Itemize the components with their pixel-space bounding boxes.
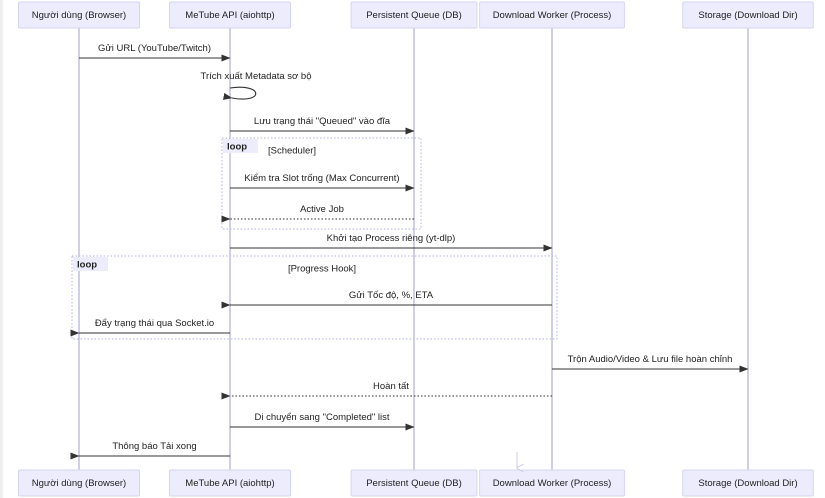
- message-self-arrow[interactable]: [223, 86, 257, 100]
- loop-keyword-label: loop: [227, 142, 247, 153]
- participant-api-bottom[interactable]: MeTube API (aiohttp): [169, 469, 291, 497]
- participant-worker-bottom[interactable]: Download Worker (Process): [479, 469, 625, 497]
- message-8-api-to-browser[interactable]: Đẩy trạng thái qua Socket.io: [70, 318, 230, 337]
- participant-label: Người dùng (Browser): [32, 10, 126, 21]
- message-label: Hoàn tất: [373, 381, 409, 392]
- participant-box[interactable]: [682, 1, 814, 29]
- participant-box[interactable]: [682, 469, 814, 497]
- loop-frame-border: [221, 137, 422, 230]
- message-3-api-to-queue[interactable]: Lưu trạng thái "Queued" vào đĩa: [230, 116, 415, 135]
- participant-label: MeTube API (aiohttp): [185, 478, 274, 489]
- message-10-worker-to-api[interactable]: Hoàn tất: [221, 381, 552, 400]
- participant-browser-top[interactable]: Người dùng (Browser): [18, 1, 140, 29]
- loop-keyword-label: loop: [77, 260, 97, 271]
- loop-keyword-tab: [73, 257, 108, 271]
- message-6-api-to-worker[interactable]: Khởi tạo Process riêng (yt-dlp): [230, 233, 553, 252]
- message-label: Trộn Audio/Video & Lưu file hoàn chỉnh: [568, 354, 733, 365]
- participants-top-group: Người dùng (Browser) MeTube API (aiohttp)…: [18, 1, 814, 29]
- message-label: Đẩy trạng thái qua Socket.io: [95, 318, 214, 329]
- participant-label: Người dùng (Browser): [32, 478, 126, 489]
- participant-worker-top[interactable]: Download Worker (Process): [479, 1, 625, 29]
- message-1-browser-to-api[interactable]: Gửi URL (YouTube/Twitch): [79, 43, 231, 62]
- participant-box[interactable]: [169, 469, 291, 497]
- participant-label: Persistent Queue (DB): [366, 10, 462, 21]
- participant-label: Download Worker (Process): [493, 10, 612, 21]
- message-9-worker-to-storage[interactable]: Trộn Audio/Video & Lưu file hoàn chỉnh: [552, 354, 749, 373]
- message-12-api-to-browser[interactable]: Thông báo Tải xong: [70, 441, 230, 460]
- message-7-worker-to-api[interactable]: Gửi Tốc độ, %, ETA: [221, 290, 552, 309]
- message-11-api-to-queue[interactable]: Di chuyển sang "Completed" list: [230, 412, 415, 431]
- message-label: Di chuyển sang "Completed" list: [254, 412, 389, 423]
- participant-label: Storage (Download Dir): [698, 10, 797, 21]
- message-label: Trích xuất Metadata sơ bộ: [201, 71, 312, 82]
- message-label: Gửi Tốc độ, %, ETA: [349, 290, 434, 301]
- loop-keyword-tab: [223, 139, 258, 153]
- participant-api-top[interactable]: MeTube API (aiohttp): [169, 1, 291, 29]
- loop-frame-scheduler: loop [Scheduler]: [221, 137, 422, 230]
- participant-queue-top[interactable]: Persistent Queue (DB): [350, 1, 478, 29]
- participant-label: Storage (Download Dir): [698, 478, 797, 489]
- message-5-queue-to-api[interactable]: Active Job: [221, 204, 414, 223]
- message-label: Gửi URL (YouTube/Twitch): [98, 43, 211, 54]
- participant-label: Download Worker (Process): [493, 478, 612, 489]
- loop-frames-group: loop [Scheduler] loop [Progress Hook]: [71, 137, 558, 340]
- message-label: Khởi tạo Process riêng (yt-dlp): [327, 233, 456, 244]
- message-2-api-to-api[interactable]: Trích xuất Metadata sơ bộ: [201, 71, 312, 100]
- message-4-api-to-queue[interactable]: Kiểm tra Slot trống (Max Concurrent): [230, 173, 415, 192]
- message-label: Thông báo Tải xong: [112, 441, 196, 452]
- participants-bottom-group: Người dùng (Browser) MeTube API (aiohttp)…: [18, 469, 814, 497]
- participant-label: MeTube API (aiohttp): [185, 10, 274, 21]
- participant-box[interactable]: [479, 469, 625, 497]
- message-label: Active Job: [300, 204, 344, 215]
- loop-frame-progress-hook: loop [Progress Hook]: [71, 255, 558, 340]
- message-label: Kiểm tra Slot trống (Max Concurrent): [244, 173, 399, 184]
- participant-browser-bottom[interactable]: Người dùng (Browser): [18, 469, 140, 497]
- page-left-edge: [0, 0, 3, 498]
- participant-box[interactable]: [18, 469, 140, 497]
- participant-queue-bottom[interactable]: Persistent Queue (DB): [350, 469, 478, 497]
- participant-storage-bottom[interactable]: Storage (Download Dir): [682, 469, 814, 497]
- participant-box[interactable]: [169, 1, 291, 29]
- participant-box[interactable]: [479, 1, 625, 29]
- message-label: Lưu trạng thái "Queued" vào đĩa: [254, 116, 391, 127]
- participant-box[interactable]: [350, 469, 478, 497]
- participant-storage-top[interactable]: Storage (Download Dir): [682, 1, 814, 29]
- participant-label: Persistent Queue (DB): [366, 478, 462, 489]
- participant-box[interactable]: [18, 1, 140, 29]
- loop-frame-border: [71, 255, 558, 340]
- loop-condition-label: [Scheduler]: [268, 146, 316, 157]
- messages-group: Gửi URL (YouTube/Twitch) Trích xuất Metad…: [70, 43, 749, 460]
- participant-box[interactable]: [350, 1, 478, 29]
- loop-condition-label: [Progress Hook]: [288, 264, 356, 275]
- lifelines-group: [78, 28, 749, 470]
